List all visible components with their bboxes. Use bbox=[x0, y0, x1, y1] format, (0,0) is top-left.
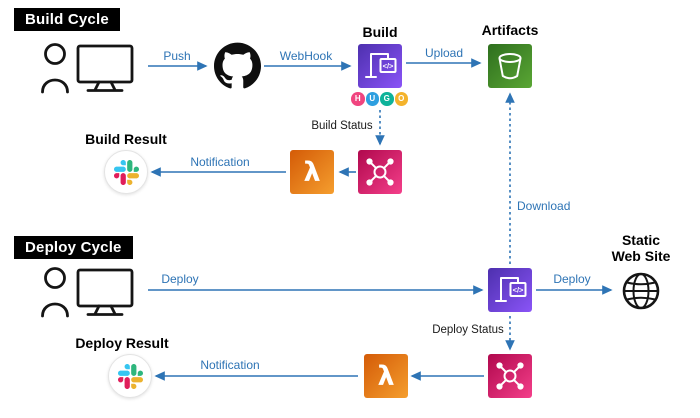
deploy-result-label: Deploy Result bbox=[75, 335, 169, 351]
slack-build-icon bbox=[104, 150, 148, 194]
svg-text:</>: </> bbox=[383, 62, 394, 71]
notification-build-label: Notification bbox=[190, 155, 250, 169]
codebuild-build-icon: </> bbox=[358, 44, 402, 88]
crane-icon: </> bbox=[365, 53, 397, 78]
deploy-status-label: Deploy Status bbox=[432, 324, 504, 336]
event-notification-build-icon bbox=[358, 150, 402, 194]
slack-deploy-icon bbox=[108, 354, 152, 398]
codebuild-deploy-icon: </> bbox=[488, 268, 532, 312]
push-label: Push bbox=[163, 49, 191, 63]
build-status-label: Build Status bbox=[311, 120, 373, 132]
artifacts-label: Artifacts bbox=[481, 22, 539, 38]
deploy-cycle-badge: Deploy Cycle bbox=[14, 236, 133, 259]
person-computer-icon bbox=[41, 43, 134, 94]
hugo-letter-g: G bbox=[380, 92, 394, 106]
download-label: Download bbox=[517, 199, 571, 213]
hugo-letter-o: O bbox=[394, 92, 408, 106]
upload-label: Upload bbox=[424, 46, 464, 60]
build-result-label: Build Result bbox=[85, 131, 167, 147]
person-computer-icon bbox=[41, 267, 134, 318]
webhook-label: WebHook bbox=[279, 49, 333, 63]
crane-icon: </> bbox=[495, 277, 527, 302]
globe-icon bbox=[619, 269, 663, 318]
hugo-letter-h: H bbox=[351, 92, 365, 106]
lambda-symbol: λ bbox=[377, 360, 395, 392]
build-label: Build bbox=[362, 24, 398, 40]
deploy-label: Deploy bbox=[161, 272, 199, 286]
build-cycle-badge: Build Cycle bbox=[14, 8, 120, 31]
lambda-symbol: λ bbox=[303, 156, 321, 188]
lambda-deploy-icon: λ bbox=[364, 354, 408, 398]
s3-bucket-icon bbox=[488, 44, 532, 88]
hugo-logo: H U G O bbox=[351, 92, 408, 106]
event-notification-deploy-icon bbox=[488, 354, 532, 398]
lambda-build-icon: λ bbox=[290, 150, 334, 194]
user-computer-build bbox=[40, 40, 140, 99]
static-web-site-label: Static Web Site bbox=[611, 232, 671, 265]
hugo-letter-u: U bbox=[365, 92, 379, 106]
node-graph-icon bbox=[366, 158, 394, 186]
github-icon bbox=[214, 42, 261, 94]
deploy-site-label: Deploy bbox=[553, 272, 591, 286]
notification-deploy-label: Notification bbox=[200, 358, 260, 372]
node-graph-icon bbox=[496, 362, 524, 390]
user-computer-deploy bbox=[40, 264, 140, 323]
bucket-icon bbox=[498, 53, 522, 80]
svg-text:</>: </> bbox=[513, 286, 524, 295]
